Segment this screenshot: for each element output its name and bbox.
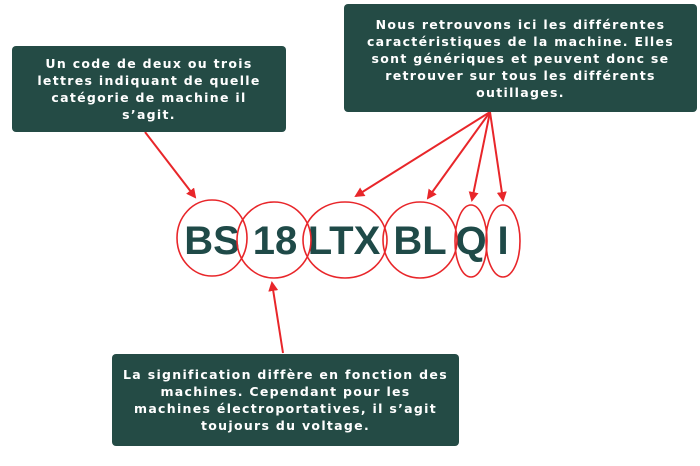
callout-features: Nous retrouvons ici les différentes cara… [344, 4, 697, 112]
circle-bs [176, 199, 248, 277]
code-bs: BS [184, 219, 240, 263]
callout-voltage-text: La signification diffère en fonction des… [123, 367, 448, 433]
arrow-category [144, 131, 197, 199]
callout-voltage: La signification diffère en fonction des… [112, 354, 459, 446]
arrow-features-i [489, 111, 507, 202]
arrow-features-q [468, 111, 491, 202]
callout-category: Un code de deux ou trois lettres indiqua… [12, 46, 286, 132]
callout-features-text: Nous retrouvons ici les différentes cara… [366, 16, 675, 100]
circle-i [485, 204, 521, 278]
circle-18 [236, 201, 312, 279]
code-ltx: LTX [308, 219, 381, 263]
code-q: Q [455, 219, 486, 263]
code-bl: BL [393, 219, 446, 263]
arrow-features-ltx [354, 111, 491, 198]
circle-bl [382, 201, 458, 279]
code-18: 18 [253, 219, 298, 263]
arrow-voltage [268, 281, 284, 354]
code-i: I [497, 219, 508, 263]
callout-category-text: Un code de deux ou trois lettres indiqua… [37, 56, 261, 122]
circle-q [454, 204, 488, 278]
arrow-features-bl [426, 111, 491, 200]
circle-ltx [302, 201, 388, 279]
